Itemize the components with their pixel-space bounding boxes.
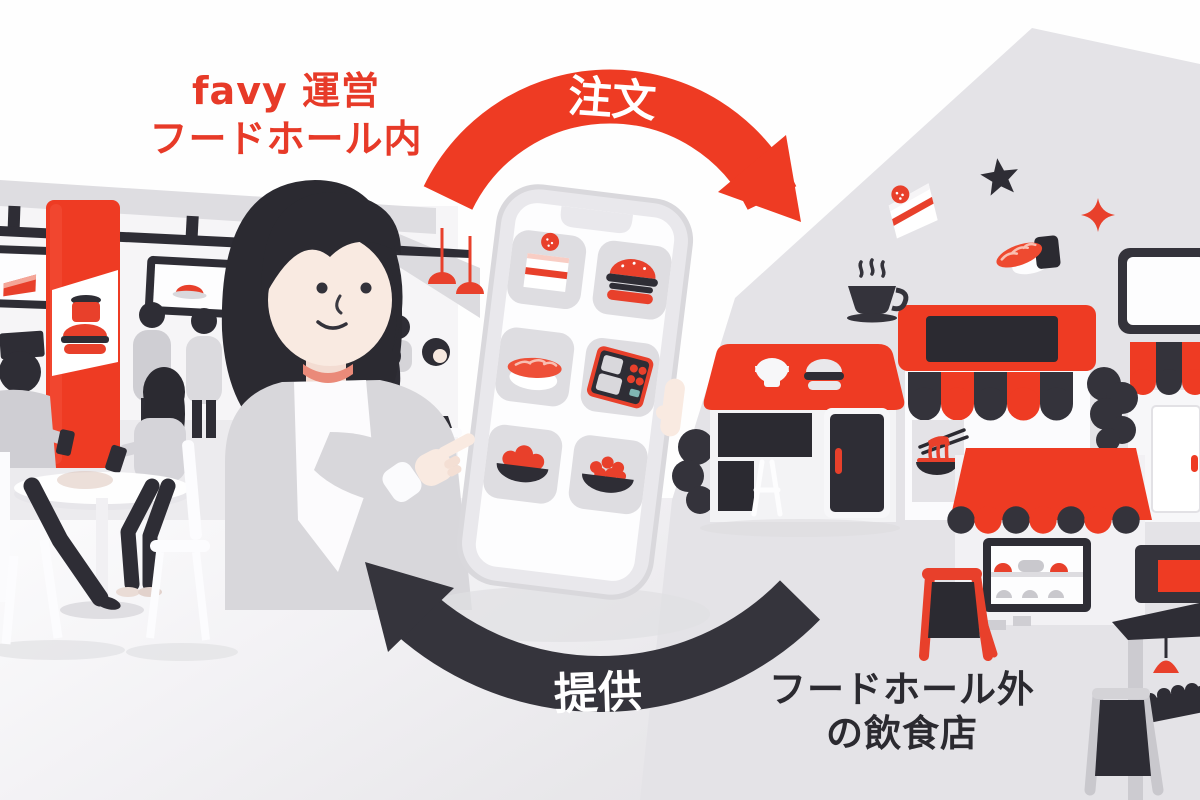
burger-shop: [672, 344, 905, 537]
rice-bowl-icon: [755, 358, 789, 387]
cuff: [382, 462, 422, 502]
pendant-lamp-icon: [1153, 660, 1179, 673]
face: [268, 234, 392, 366]
provide-arrow-label: 提供: [553, 666, 643, 720]
cafe-chair: [57, 440, 238, 661]
food-hall-label-line1: favy 運営: [192, 69, 380, 113]
salmon-sushi-icon: [507, 357, 562, 391]
order-arrow-label: 注文: [566, 71, 657, 128]
order-arrow: 注文: [423, 69, 801, 222]
awning: [1130, 342, 1200, 395]
outside-restaurants-scene: [672, 158, 1200, 800]
a-frame-sign: [919, 568, 998, 661]
food-hall-label-line2: フードホール内: [149, 117, 422, 161]
hair-bangs: [261, 192, 402, 302]
eye: [360, 282, 372, 294]
salmon-roe-bowl-icon: [582, 456, 634, 493]
phone-notch: [560, 205, 634, 234]
counter-screen: [0, 330, 45, 360]
provide-arrowhead: [365, 562, 454, 652]
diner-with-smartphone: [105, 367, 186, 482]
collar: [303, 364, 353, 383]
hamburger-icon: [606, 259, 658, 305]
menu-board-dish: [144, 255, 240, 319]
woman-illustration: [221, 180, 472, 610]
awning: [908, 372, 1073, 421]
cake-slice-icon: [523, 232, 570, 293]
standing-customer: [186, 308, 222, 438]
cafe-chair: [0, 452, 125, 660]
a-frame-chalkboard: [1084, 688, 1164, 796]
order-arrowhead: [718, 135, 801, 222]
nose: [335, 294, 343, 315]
sushi-icon: [996, 235, 1061, 275]
ramen-shop: [898, 305, 1096, 520]
cake-slice-icon: [888, 183, 938, 239]
white-a-frame-icon: [751, 459, 783, 517]
outside-restaurants-label-line2: の飲食店: [826, 712, 978, 755]
door-handle-icon: [835, 448, 842, 474]
food-stand: [1112, 545, 1200, 800]
fried-chicken-bowl-icon: [496, 445, 549, 483]
bakery-window: [983, 538, 1091, 612]
outside-restaurants-label: フードホール外 の飲食店: [769, 668, 1035, 755]
menu-board-cake: [0, 244, 69, 310]
red-pillar-burger-logo: [46, 200, 120, 468]
pendant-lamp: [428, 228, 456, 284]
sparkle-icon: [1081, 198, 1115, 232]
signboard-tv: [1118, 248, 1200, 334]
food-hall-label: favy 運営 フードホール内: [149, 69, 422, 161]
door-handle-icon: [1191, 455, 1198, 472]
bento-box-icon: [586, 346, 654, 409]
coffee-cup-icon: [847, 258, 909, 323]
eye: [316, 282, 328, 294]
index-finger: [438, 433, 475, 459]
awning-scallops: [947, 506, 1140, 534]
tree-silhouette-icon: [1087, 367, 1138, 452]
smartphone: [456, 184, 694, 600]
diner-with-smartphone: [0, 351, 75, 468]
outside-restaurants-label-line1: フードホール外: [769, 668, 1035, 711]
star-icon: [980, 158, 1018, 196]
pendant-lamp: [456, 236, 484, 294]
phone-shadow: [410, 586, 710, 642]
bush-silhouette-icon: [672, 429, 714, 514]
pointing-hand: [382, 433, 475, 502]
burger-icon: [804, 359, 844, 390]
hair-side: [387, 246, 403, 352]
thumb: [655, 405, 678, 421]
mouth: [316, 320, 348, 330]
holding-hand: [655, 378, 685, 437]
provide-arrow: 提供: [365, 562, 820, 721]
